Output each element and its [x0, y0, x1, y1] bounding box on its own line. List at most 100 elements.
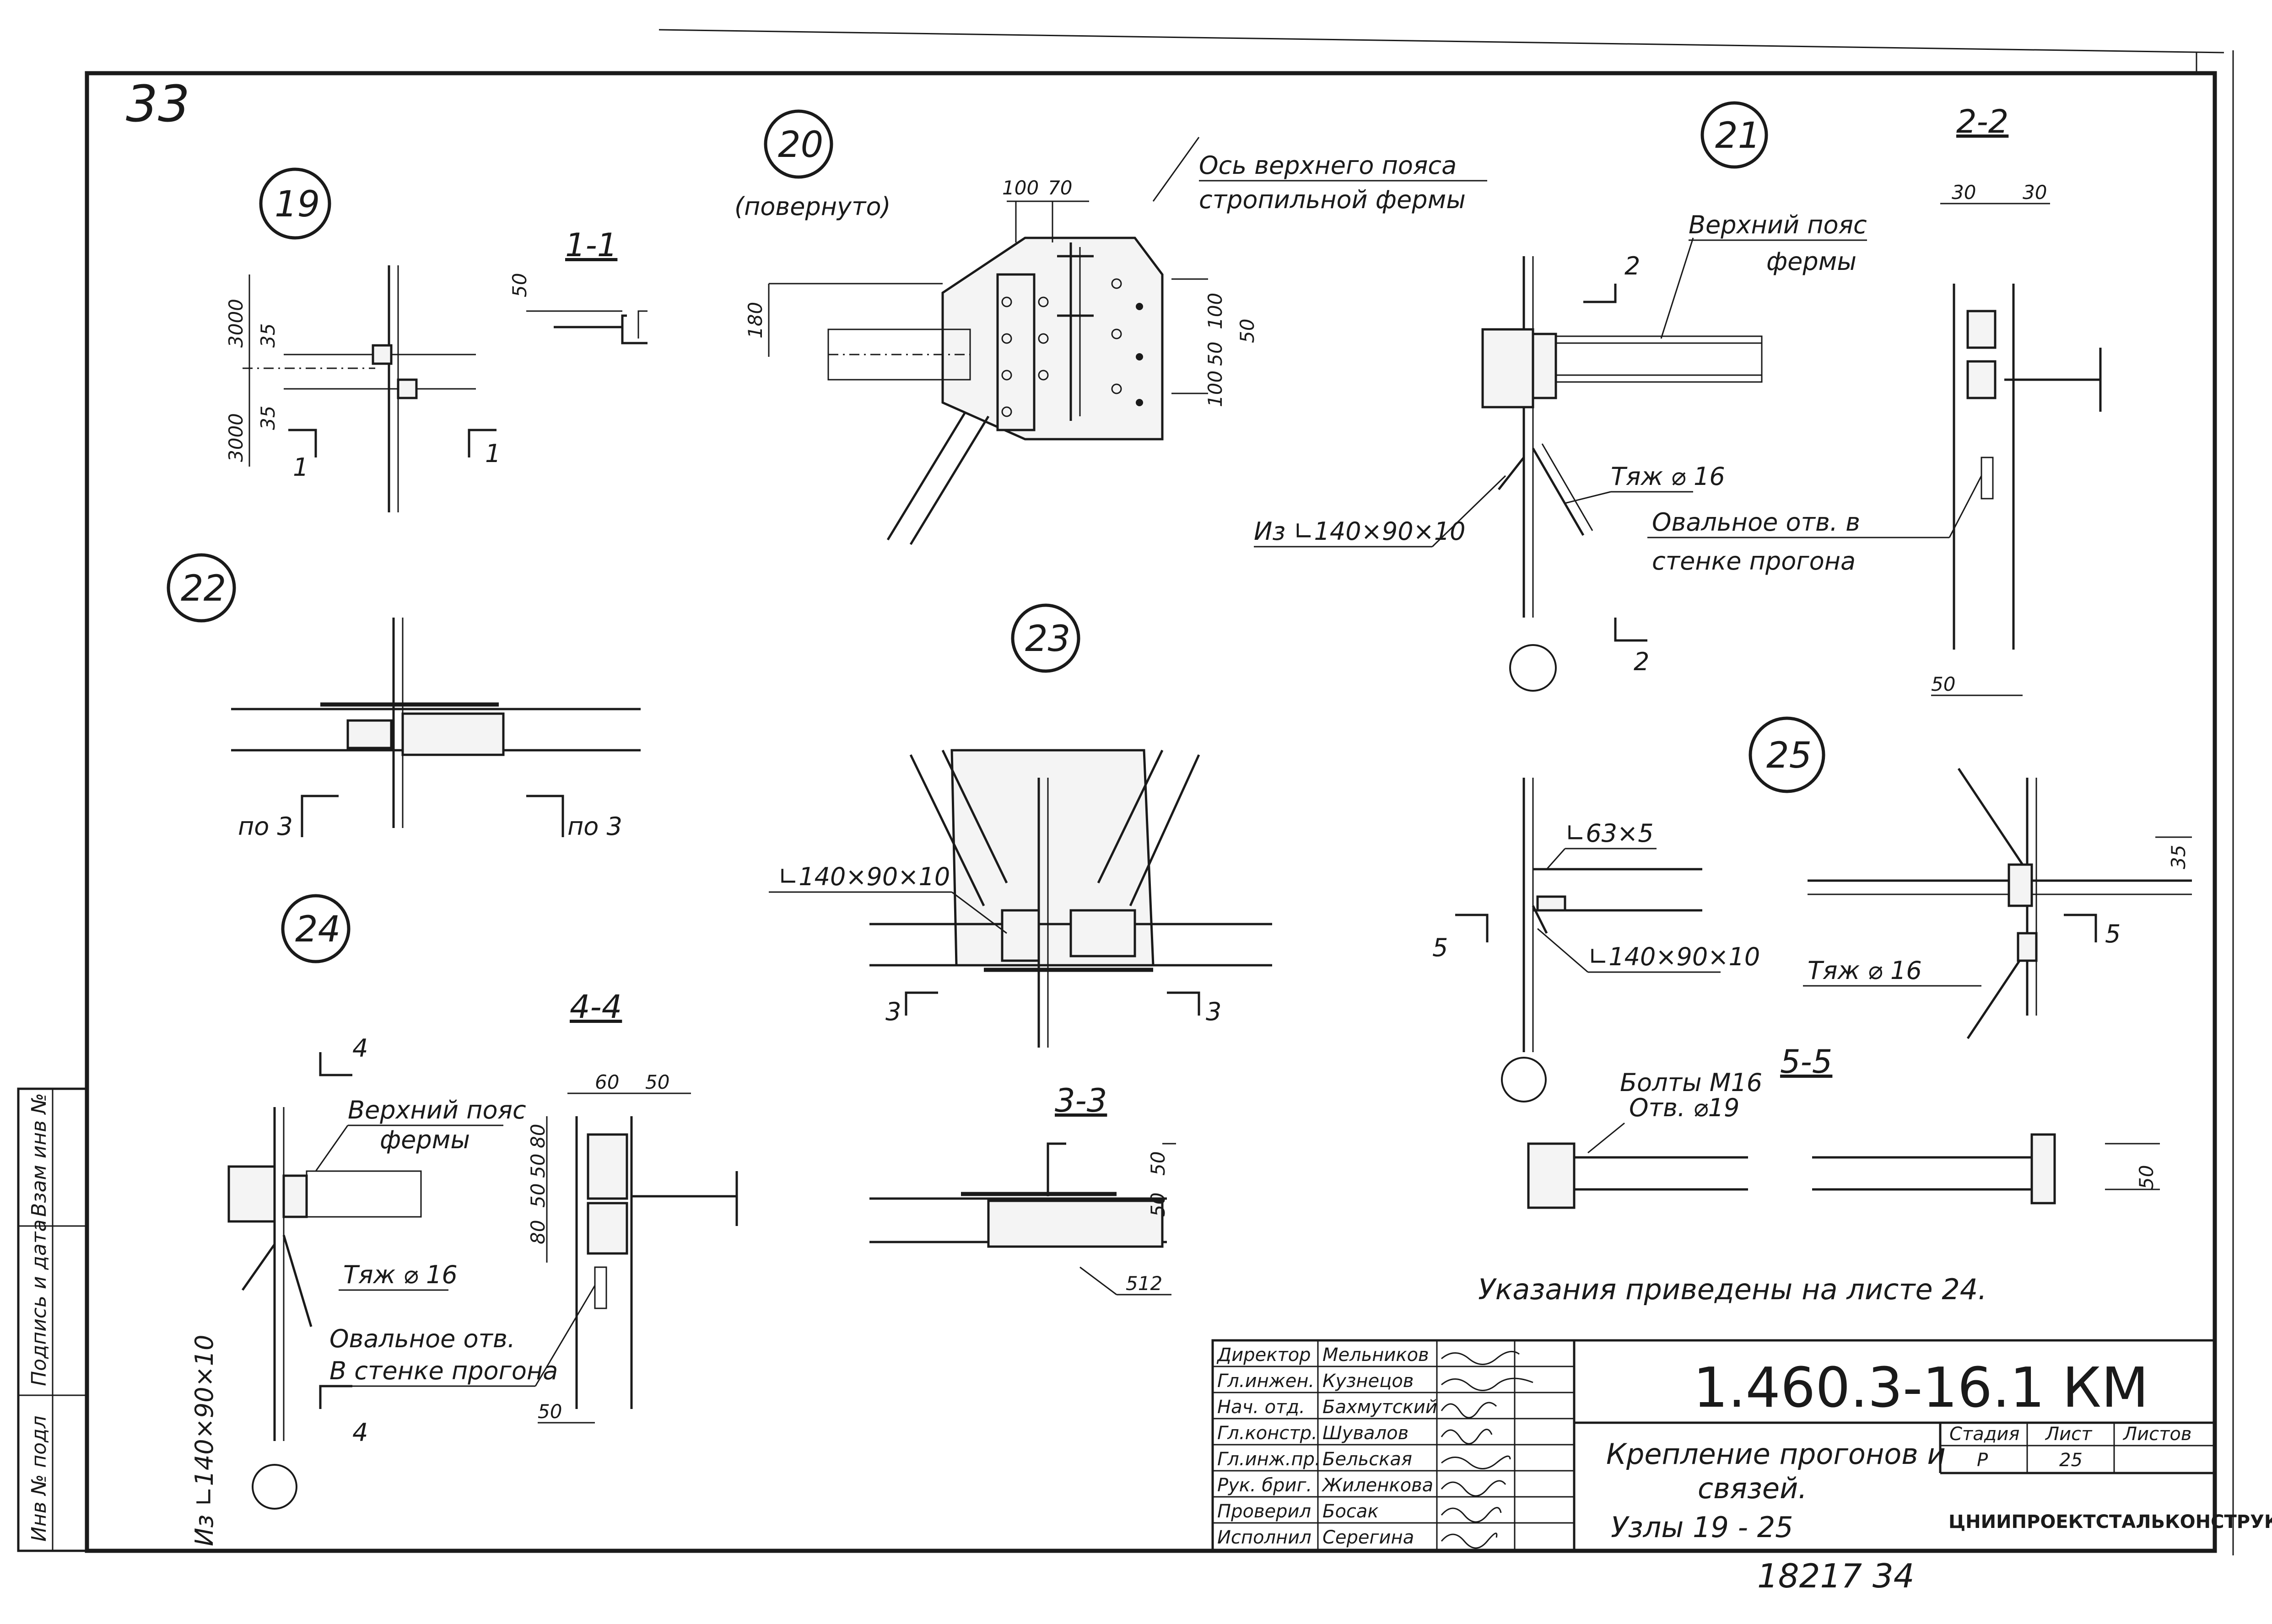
section-3-3-dim-512: 512 — [1126, 1272, 1162, 1295]
corner-sheet-number: 33 — [126, 75, 190, 133]
signatures — [1441, 1350, 1533, 1549]
section-4-4-dim-50c: 50 — [538, 1400, 562, 1423]
node-24-label: 24 — [295, 909, 340, 950]
n23-callout-angle: ∟140×90×10 — [778, 862, 950, 891]
drawing-frame — [85, 29, 2234, 1555]
node-20-bubble — [764, 109, 833, 179]
section-2-2-dim-30b: 30 — [2023, 181, 2047, 204]
node-21-bubble — [1700, 101, 1768, 169]
tb-role-drawn: Исполнил — [1217, 1527, 1311, 1548]
tb-name-chief-eng: Кузнецов — [1322, 1371, 1414, 1392]
node-20-label: 20 — [778, 124, 823, 166]
n25-callout-angle2: ∟140×90×10 — [1588, 942, 1760, 971]
tb-role-dept-head: Нач. отд. — [1217, 1397, 1305, 1418]
section-3-3-dim-50a: 50 — [1147, 1151, 1169, 1176]
tb-sheet-value: 25 — [2059, 1450, 2083, 1471]
node-20-detail: 20 (повернуто) 100 70 180 — [734, 109, 1487, 545]
section-3-3: 3-3 50 50 512 — [869, 1082, 1176, 1296]
section-4-4-dim-60: 60 — [595, 1071, 619, 1093]
n24-cut-bottom: 4 — [352, 1418, 368, 1447]
n25-callout-holes: Отв. ⌀19 — [1629, 1093, 1739, 1122]
tb-role-checked: Проверил — [1217, 1501, 1311, 1522]
n20-callout-1: Ось верхнего пояса — [1199, 151, 1457, 180]
n24-callout-oval2: В стенке прогона — [329, 1356, 558, 1385]
section-2-2-dim-50: 50 — [1931, 673, 1955, 695]
node-23-detail: 23 3 3 ∟140×90×10 — [769, 603, 1272, 1048]
stamp-inv-podl: Инв № подл — [27, 1415, 51, 1542]
n20-dim-100: 100 — [1002, 177, 1039, 199]
node-19-label: 19 — [275, 184, 320, 225]
n20-dim-100b: 100 — [1204, 293, 1226, 329]
section-4-4-label: 4-4 — [570, 988, 622, 1026]
node-25-label: 25 — [1766, 735, 1812, 776]
node-21-detail: 21 2 2 Верхний пояс фермы Тяж ⌀ 16 Оваль… — [1254, 101, 1982, 692]
n23-cut-right: 3 — [1206, 997, 1221, 1026]
n24-callout-angle: Из ∟140×90×10 — [190, 1334, 219, 1546]
section-4-4-dim-50: 50 — [645, 1071, 669, 1093]
n21-callout-angle: Из ∟140×90×10 — [1254, 517, 1466, 546]
n24-cut-top: 4 — [352, 1034, 368, 1063]
tb-role-chief-proj: Гл.инж.пр. — [1217, 1449, 1321, 1470]
tb-name-dept-head: Бахмутский — [1322, 1397, 1437, 1418]
node-22-bubble — [167, 553, 236, 623]
node-19-detail: 19 3000 35 35 3000 1 1 — [225, 167, 501, 512]
general-note: Указания приведены на листе 24. — [1478, 1273, 1987, 1306]
section-5-5: 5-5 50 — [1527, 1043, 2160, 1209]
tb-title-line1: Крепление прогонов и — [1606, 1437, 1946, 1471]
tb-role-director: Директор — [1216, 1344, 1311, 1366]
n19-cut-right: 1 — [485, 439, 501, 468]
node-25-bubble — [1749, 716, 1825, 793]
n25-dim-35: 35 — [2167, 845, 2190, 869]
tb-header-sheets: Листов — [2122, 1424, 2191, 1445]
section-4-4-dim-50a: 50 — [527, 1154, 549, 1178]
n24-callout-top2: фермы — [380, 1125, 470, 1154]
tb-role-chief-eng: Гл.инжен. — [1217, 1371, 1314, 1392]
tb-name-drawn: Серегина — [1322, 1527, 1414, 1548]
n23-cut-left: 3 — [885, 997, 901, 1026]
tb-name-team-lead: Жиленкова — [1321, 1475, 1433, 1496]
n21-cut-bottom: 2 — [1634, 647, 1649, 676]
n19-dim-35b: 35 — [257, 406, 279, 430]
section-2-2-label: 2-2 — [1956, 103, 2008, 140]
tb-role-team-lead: Рук. бриг. — [1217, 1475, 1312, 1496]
section-4-4: 4-4 60 50 80 50 50 80 50 — [527, 988, 738, 1424]
n22-cut-right: по 3 — [567, 812, 622, 841]
node-22-detail: 22 по 3 по 3 — [167, 553, 641, 841]
n21-callout-oval2: стенке прогона — [1652, 547, 1856, 575]
tb-name-checked: Босак — [1322, 1501, 1379, 1522]
node-21-label: 21 — [1715, 115, 1760, 156]
n24-callout-top: Верхний пояс — [348, 1096, 526, 1124]
section-4-4-dim-80a: 80 — [527, 1124, 549, 1148]
node-23-bubble — [1011, 603, 1080, 673]
section-5-5-dim-50: 50 — [2135, 1165, 2158, 1189]
n19-dim-35a: 35 — [257, 323, 279, 348]
stamp-vzam: Взам инв № — [27, 1093, 51, 1217]
n19-dim-3000b: 3000 — [225, 413, 247, 462]
node-22-label: 22 — [181, 568, 226, 609]
section-2-2-dim-30a: 30 — [1952, 181, 1976, 204]
section-1-1-dim-50: 50 — [508, 273, 531, 297]
node-24-detail: 24 4 4 Верхний пояс фермы Тяж ⌀ 16 Оваль… — [190, 894, 596, 1546]
n25-callout-angle1: ∟63×5 — [1565, 819, 1654, 848]
tb-title-line3: Узлы 19 - 25 — [1611, 1511, 1793, 1544]
side-stamp: Инв № подл Подпись и дата Взам инв № — [17, 1087, 88, 1552]
title-block: Директор Гл.инжен. Нач. отд. Гл.констр. … — [1211, 1339, 2272, 1552]
n24-callout-tyazh: Тяж ⌀ 16 — [343, 1260, 458, 1289]
section-5-5-label: 5-5 — [1780, 1043, 1832, 1081]
tb-role-chief-constr: Гл.констр. — [1217, 1423, 1317, 1444]
n21-callout-oval1: Овальное отв. в — [1652, 508, 1860, 537]
n25-cut-left: 5 — [1432, 933, 1448, 962]
n21-callout-top2: фермы — [1766, 247, 1856, 276]
n21-cut-top: 2 — [1624, 252, 1640, 280]
n25-callout-bolts: Болты М16 — [1620, 1068, 1762, 1097]
tb-drawing-code: 1.460.3-16.1 КМ — [1693, 1356, 2148, 1420]
stamp-podpis: Подпись и дата — [27, 1220, 51, 1386]
section-3-3-dim-50b: 50 — [1147, 1193, 1169, 1217]
n20-callout-2: стропильной фермы — [1199, 185, 1466, 214]
tb-name-chief-proj: Бельская — [1322, 1449, 1412, 1470]
tb-title-line2: связей. — [1698, 1472, 1807, 1505]
tb-name-chief-constr: Шувалов — [1322, 1423, 1409, 1444]
n22-cut-left: по 3 — [238, 812, 293, 841]
n20-dim-70: 70 — [1048, 177, 1072, 199]
